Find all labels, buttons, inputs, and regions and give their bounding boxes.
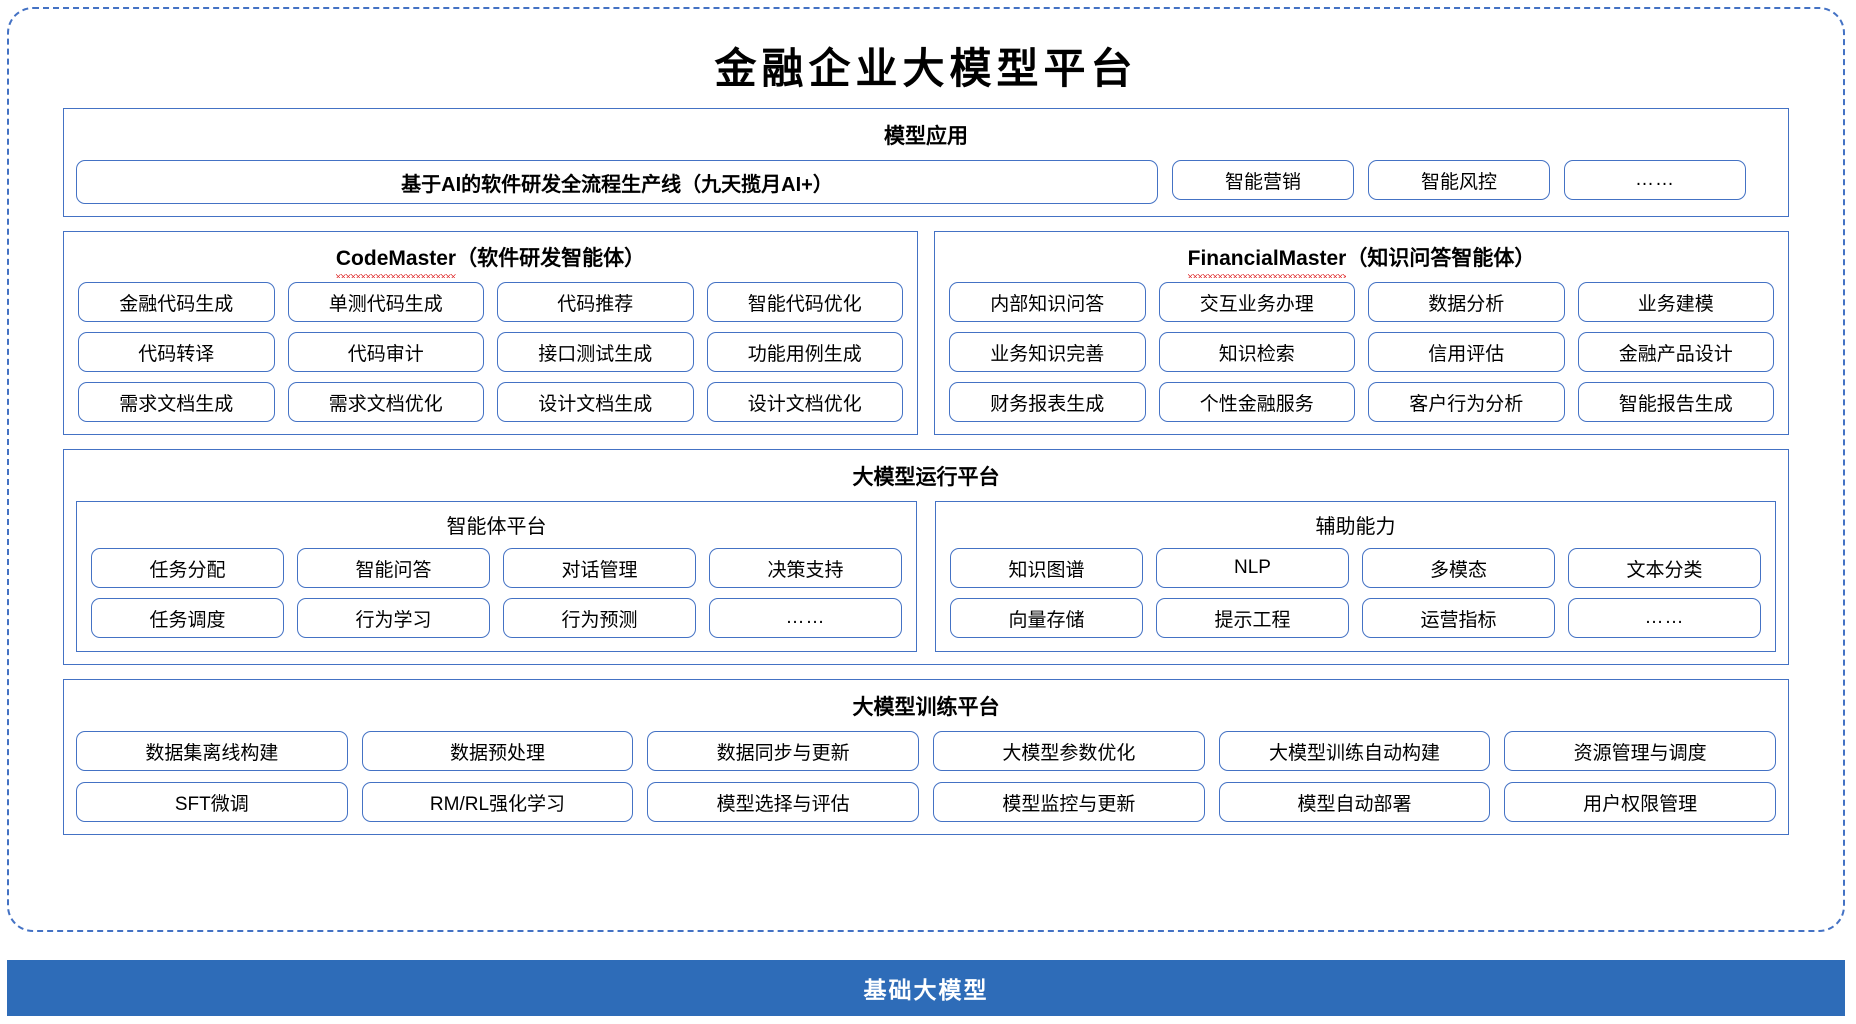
capability-chip[interactable]: 内部知识问答 [949,282,1146,322]
capability-chip[interactable]: 多模态 [1362,548,1555,588]
app-chip-marketing[interactable]: 智能营销 [1172,160,1354,200]
diagram-outer-frame: 金融企业大模型平台 模型应用 基于AI的软件研发全流程生产线（九天揽月AI+） … [7,7,1845,932]
capability-chip[interactable]: 模型自动部署 [1218,782,1491,822]
capability-chip[interactable]: SFT微调 [76,782,348,822]
subsection-title-support-capability: 辅助能力 [1315,516,1396,538]
capability-chip[interactable]: 财务报表生成 [949,382,1146,422]
capability-chip[interactable]: 智能代码优化 [706,282,903,322]
subsection-agent-platform: 智能体平台 任务分配 智能问答 对话管理 决策支持 任务调度 行为学习 行为预测… [76,501,917,652]
section-title-runtime-platform: 大模型运行平台 [852,466,1000,489]
capability-chip[interactable]: 用户权限管理 [1504,782,1776,822]
financial-master-name: FinancialMaster [1187,247,1347,278]
capability-chip[interactable]: 设计文档生成 [497,382,694,422]
capability-chip[interactable]: 向量存储 [950,598,1143,638]
capability-chip[interactable]: 功能用例生成 [706,332,903,372]
capability-chip[interactable]: 需求文档生成 [78,382,275,422]
capability-chip[interactable]: 数据同步与更新 [647,731,919,771]
capability-chip[interactable]: 提示工程 [1156,598,1349,638]
capability-chip[interactable]: 文本分类 [1568,548,1761,588]
section-title-financial-master: FinancialMaster（知识问答智能体） [949,242,1774,278]
capability-chip[interactable]: 金融产品设计 [1577,332,1774,372]
capability-chip[interactable]: 任务分配 [91,548,284,588]
capability-chip[interactable]: 设计文档优化 [706,382,903,422]
capability-chip[interactable]: 大模型训练自动构建 [1218,731,1491,771]
capability-chip[interactable]: 智能报告生成 [1577,382,1774,422]
model-applications-row: 基于AI的软件研发全流程生产线（九天揽月AI+） 智能营销 智能风控 …… [76,160,1776,204]
capability-chip[interactable]: 代码推荐 [497,282,694,322]
section-training-platform: 大模型训练平台 数据集离线构建 数据预处理 数据同步与更新 大模型参数优化 大模… [63,679,1789,835]
support-capability-grid: 知识图谱 NLP 多模态 文本分类 向量存储 提示工程 运营指标 …… [950,548,1761,638]
capability-chip[interactable]: 行为学习 [297,598,490,638]
app-chip-risk-control[interactable]: 智能风控 [1368,160,1550,200]
capability-chip[interactable]: 模型监控与更新 [932,782,1205,822]
section-code-master: CodeMaster（软件研发智能体） 金融代码生成 单测代码生成 代码推荐 智… [63,231,918,435]
code-master-suffix: （软件研发智能体） [456,247,646,270]
section-title-model-applications: 模型应用 [884,125,968,148]
subsection-support-capability: 辅助能力 知识图谱 NLP 多模态 文本分类 向量存储 提示工程 运营指标 …… [935,501,1776,652]
capability-chip[interactable]: 大模型参数优化 [932,731,1205,771]
capability-chip-more[interactable]: …… [709,598,902,638]
runtime-subpanels-row: 智能体平台 任务分配 智能问答 对话管理 决策支持 任务调度 行为学习 行为预测… [76,501,1776,652]
capability-chip[interactable]: 知识检索 [1158,332,1355,372]
capability-chip[interactable]: 行为预测 [503,598,696,638]
section-title-code-master: CodeMaster（软件研发智能体） [78,242,903,278]
page-title: 金融企业大模型平台 [714,44,1138,93]
capability-chip[interactable]: NLP [1156,548,1349,588]
foundation-model-label: 基础大模型 [863,977,989,1003]
capability-chip[interactable]: 代码审计 [287,332,484,372]
capability-chip[interactable]: 单测代码生成 [287,282,484,322]
training-platform-grid: 数据集离线构建 数据预处理 数据同步与更新 大模型参数优化 大模型训练自动构建 … [76,731,1776,822]
app-banner-chip[interactable]: 基于AI的软件研发全流程生产线（九天揽月AI+） [76,160,1158,204]
capability-chip[interactable]: 数据集离线构建 [76,731,348,771]
section-financial-master: FinancialMaster（知识问答智能体） 内部知识问答 交互业务办理 数… [934,231,1789,435]
capability-chip[interactable]: 业务知识完善 [949,332,1146,372]
capability-chip[interactable]: 模型选择与评估 [647,782,919,822]
code-master-capability-grid: 金融代码生成 单测代码生成 代码推荐 智能代码优化 代码转译 代码审计 接口测试… [78,282,903,422]
capability-chip[interactable]: 运营指标 [1362,598,1555,638]
code-master-name: CodeMaster [335,247,457,278]
capability-chip[interactable]: 金融代码生成 [78,282,275,322]
capability-chip[interactable]: 交互业务办理 [1158,282,1355,322]
section-model-applications: 模型应用 基于AI的软件研发全流程生产线（九天揽月AI+） 智能营销 智能风控 … [63,108,1789,217]
capability-chip-more[interactable]: …… [1568,598,1761,638]
section-runtime-platform: 大模型运行平台 智能体平台 任务分配 智能问答 对话管理 决策支持 任务调度 行… [63,449,1789,665]
section-title-training-platform: 大模型训练平台 [852,696,1000,719]
capability-chip[interactable]: RM/RL强化学习 [361,782,634,822]
agent-platform-grid: 任务分配 智能问答 对话管理 决策支持 任务调度 行为学习 行为预测 …… [91,548,902,638]
capability-chip[interactable]: 代码转译 [78,332,275,372]
capability-chip[interactable]: 业务建模 [1577,282,1774,322]
capability-chip[interactable]: 决策支持 [709,548,902,588]
capability-chip[interactable]: 接口测试生成 [497,332,694,372]
capability-chip[interactable]: 信用评估 [1368,332,1565,372]
subsection-title-agent-platform: 智能体平台 [446,516,547,538]
capability-chip[interactable]: 个性金融服务 [1158,382,1355,422]
capability-chip[interactable]: 数据分析 [1368,282,1565,322]
capability-chip[interactable]: 任务调度 [91,598,284,638]
capability-chip[interactable]: 客户行为分析 [1368,382,1565,422]
capability-chip[interactable]: 数据预处理 [361,731,634,771]
capability-chip[interactable]: 资源管理与调度 [1504,731,1776,771]
app-chip-more[interactable]: …… [1564,160,1746,200]
capability-chip[interactable]: 智能问答 [297,548,490,588]
foundation-model-bar: 基础大模型 [7,960,1845,1016]
financial-master-suffix: （知识问答智能体） [1346,247,1536,270]
capability-chip[interactable]: 需求文档优化 [287,382,484,422]
agents-row: CodeMaster（软件研发智能体） 金融代码生成 单测代码生成 代码推荐 智… [63,231,1789,435]
capability-chip[interactable]: 对话管理 [503,548,696,588]
capability-chip[interactable]: 知识图谱 [950,548,1143,588]
financial-master-capability-grid: 内部知识问答 交互业务办理 数据分析 业务建模 业务知识完善 知识检索 信用评估… [949,282,1774,422]
